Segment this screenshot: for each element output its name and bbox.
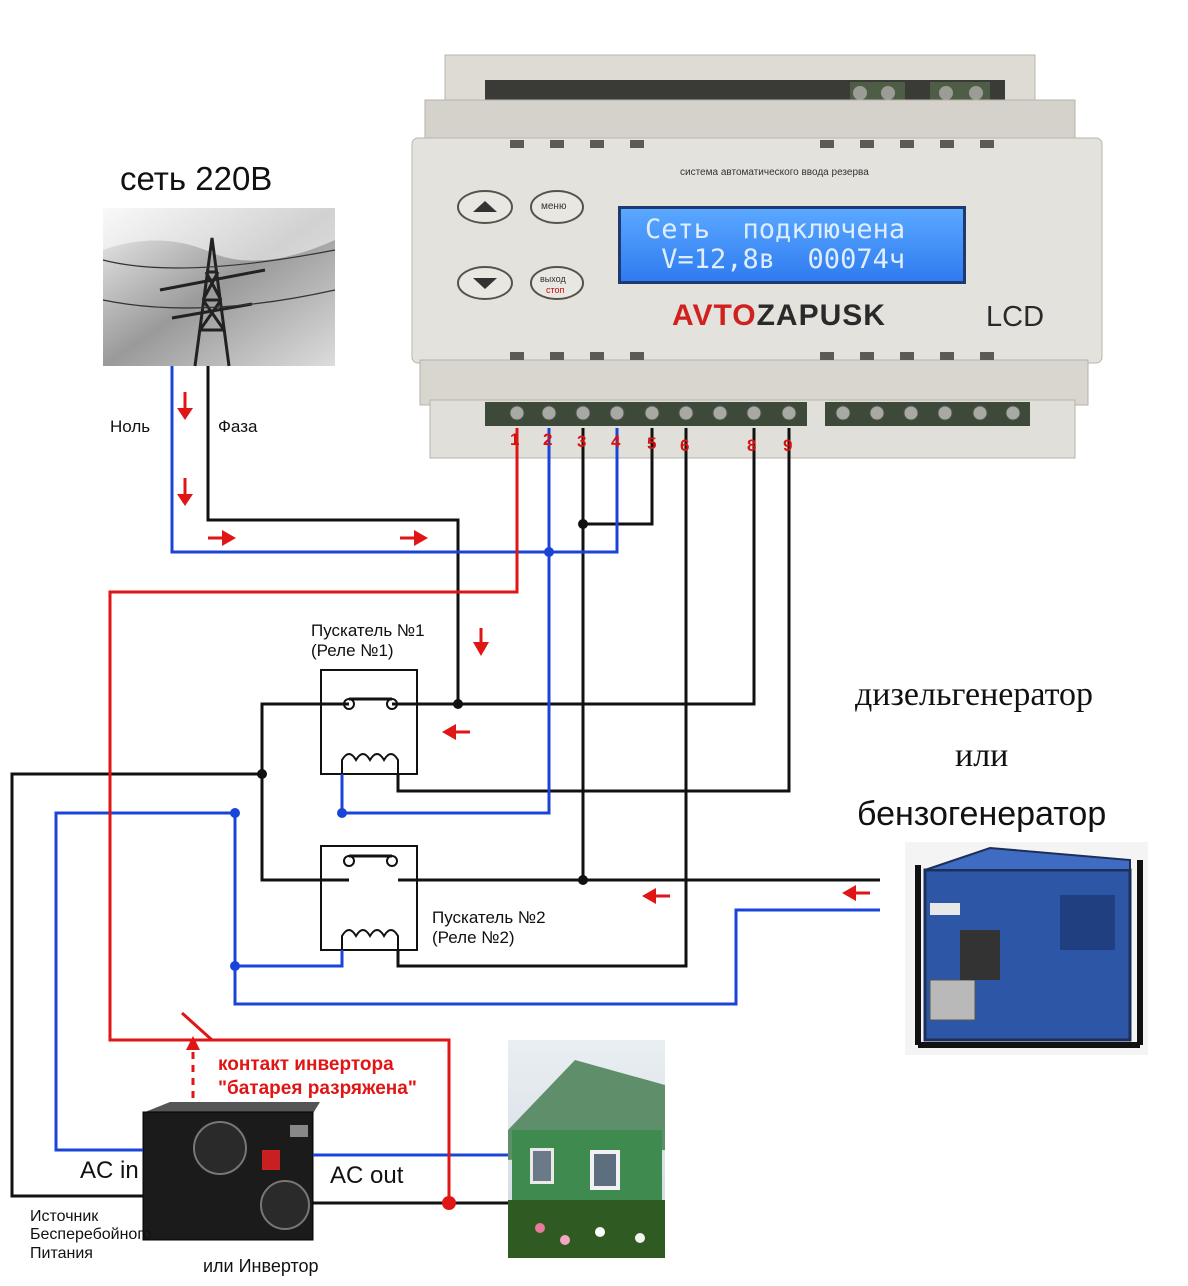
terminal-8: 8 (747, 436, 757, 455)
ups-label: Источник Бесперебойного Питания (30, 1208, 152, 1263)
up-button[interactable] (457, 190, 513, 224)
controller-caption: система автоматического ввода резерва (680, 167, 869, 178)
mains-title: сеть 220В (120, 160, 273, 197)
phase-wires (10, 366, 880, 1205)
flow-arrows (177, 392, 870, 904)
menu-button[interactable] (530, 190, 584, 224)
junction-dots (230, 519, 588, 1210)
arrow-down-icon (473, 278, 497, 289)
neutral-wires (54, 366, 880, 1157)
terminal-5: 5 (647, 434, 657, 453)
house-photo (508, 1040, 665, 1258)
menu-button-label: меню (541, 201, 567, 212)
down-button[interactable] (457, 266, 513, 300)
generator-photo (905, 842, 1148, 1055)
inverter-contact-line-1: контакт инвертора (218, 1054, 394, 1075)
inverter-contact-line-2: "батарея разряжена" (218, 1078, 417, 1099)
generator-line-3: бензогенератор (857, 795, 1107, 833)
terminal-screws (509, 405, 1021, 421)
lcd-line-2: V=12,8в 00074ч (645, 244, 906, 275)
or-inverter-label: или Инвертор (203, 1256, 319, 1276)
ups-inverter-unit (142, 1102, 320, 1241)
control-wires (108, 428, 519, 1203)
terminal-1: 1 (510, 430, 520, 449)
relay-2-title: Пускатель №2 (432, 908, 546, 927)
terminal-9: 9 (783, 436, 793, 455)
generator-line-2: или (955, 737, 1009, 774)
model-label: LCD (986, 301, 1045, 333)
exit-stop-button[interactable] (530, 266, 584, 300)
terminal-2: 2 (543, 430, 553, 449)
relay-1 (320, 669, 418, 775)
power-line-photo (102, 208, 336, 367)
brand-part-b: ZAPUSK (756, 299, 886, 332)
ups-label-line-3: Питания (30, 1244, 93, 1262)
ups-label-line-2: Бесперебойного (30, 1226, 152, 1244)
relay-1-subtitle: (Реле №1) (311, 640, 394, 660)
neutral-label: Ноль (110, 417, 151, 436)
relay-2-label: Пускатель №2 (Реле №2) (432, 908, 546, 947)
exit-button-label: выход (540, 274, 566, 284)
lcd-line-1: Сеть подключена (645, 214, 906, 245)
relay-1-label: Пускатель №1 (Реле №1) (311, 621, 425, 660)
ac-out-label: AC out (330, 1162, 404, 1189)
stop-button-label: стоп (546, 285, 565, 295)
phase-label: Фаза (218, 417, 258, 436)
arrow-up-icon (473, 201, 497, 212)
brand-part-a: AVTO (672, 299, 757, 332)
generator-line-1: дизельгенератор (855, 676, 1093, 713)
terminal-6: 6 (680, 436, 690, 455)
terminal-4: 4 (611, 432, 621, 451)
ac-in-label: AC in (80, 1157, 139, 1184)
lcd-display: Сеть подключена V=12,8в 00074ч (618, 206, 966, 284)
relay-2 (320, 845, 418, 951)
ups-label-line-1: Источник (30, 1208, 99, 1225)
terminal-3: 3 (577, 432, 587, 451)
top-ventilation-slots (510, 140, 994, 360)
relay-2-subtitle: (Реле №2) (432, 927, 515, 947)
relay-1-title: Пускатель №1 (311, 621, 425, 640)
brand-logo: AVTOZAPUSK (672, 299, 886, 334)
